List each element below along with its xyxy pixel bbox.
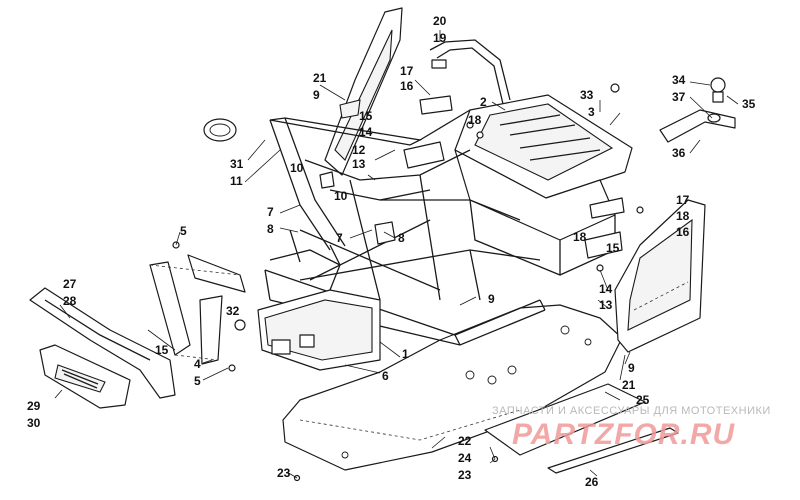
callout-4: 4 <box>194 357 201 371</box>
callout-30: 30 <box>27 416 41 430</box>
callout-13: 13 <box>352 157 366 171</box>
callout-35: 35 <box>742 97 756 111</box>
callout-10: 10 <box>290 161 304 175</box>
callout-23: 23 <box>277 466 291 480</box>
callout-13: 13 <box>599 298 613 312</box>
callout-29: 29 <box>27 399 41 413</box>
callout-28: 28 <box>63 294 77 308</box>
callout-11: 11 <box>230 174 243 188</box>
callout-21: 21 <box>313 71 327 85</box>
callout-16: 16 <box>676 225 690 239</box>
callout-10: 10 <box>334 189 348 203</box>
callout-18: 18 <box>573 230 587 244</box>
callout-18: 18 <box>676 209 690 223</box>
belt-ring <box>203 118 237 142</box>
front-mount-bracket <box>149 254 246 365</box>
callout-7: 7 <box>267 205 274 219</box>
trailer-hitch <box>659 77 736 143</box>
callout-31: 31 <box>230 157 244 171</box>
callout-27: 27 <box>63 277 77 291</box>
skid-plate <box>282 304 623 471</box>
callout-2: 2 <box>480 95 487 109</box>
callout-8: 8 <box>398 231 405 245</box>
callout-15: 15 <box>155 343 169 357</box>
callout-15: 15 <box>606 241 620 255</box>
callout-5: 5 <box>180 224 187 238</box>
callout-37: 37 <box>672 90 686 104</box>
callout-7: 7 <box>336 231 343 245</box>
callout-5: 5 <box>194 374 201 388</box>
callout-20: 20 <box>433 14 447 28</box>
rear-roll-bar <box>429 39 511 105</box>
callout-12: 12 <box>352 143 366 157</box>
callout-23: 23 <box>458 468 472 482</box>
callout-17: 17 <box>676 193 690 207</box>
watermark-logo: PARTZFOR.RU <box>512 418 736 451</box>
callout-9: 9 <box>313 88 320 102</box>
callout-34: 34 <box>672 73 686 87</box>
callout-15: 15 <box>359 109 373 123</box>
callout-6: 6 <box>382 369 389 383</box>
watermark-caption: ЗАПЧАСТИ И АКСЕССУАРЫ ДЛЯ МОТОТЕХНИКИ <box>492 405 771 417</box>
leader-lines <box>54 30 739 479</box>
front-bumper <box>29 287 176 409</box>
callout-25: 25 <box>636 393 650 407</box>
callout-33: 33 <box>580 88 594 102</box>
callout-18: 18 <box>468 113 482 127</box>
callout-8: 8 <box>267 222 274 236</box>
callout-14: 14 <box>359 125 373 139</box>
callout-32: 32 <box>226 304 240 318</box>
callout-36: 36 <box>672 146 686 160</box>
callout-9: 9 <box>488 292 495 306</box>
callout-14: 14 <box>599 282 613 296</box>
callout-22: 22 <box>458 434 472 448</box>
right-side-panel <box>614 199 706 353</box>
callout-21: 21 <box>622 378 636 392</box>
callout-17: 17 <box>400 64 414 78</box>
callout-3: 3 <box>588 105 595 119</box>
callout-1: 1 <box>402 347 409 361</box>
callout-9: 9 <box>628 361 635 375</box>
main-frame <box>257 94 633 371</box>
callout-26: 26 <box>585 475 599 489</box>
callout-24: 24 <box>458 451 472 465</box>
rear-skid-plate <box>484 383 646 456</box>
callout-19: 19 <box>433 31 447 45</box>
trim-strip <box>547 427 679 474</box>
callout-16: 16 <box>400 79 414 93</box>
